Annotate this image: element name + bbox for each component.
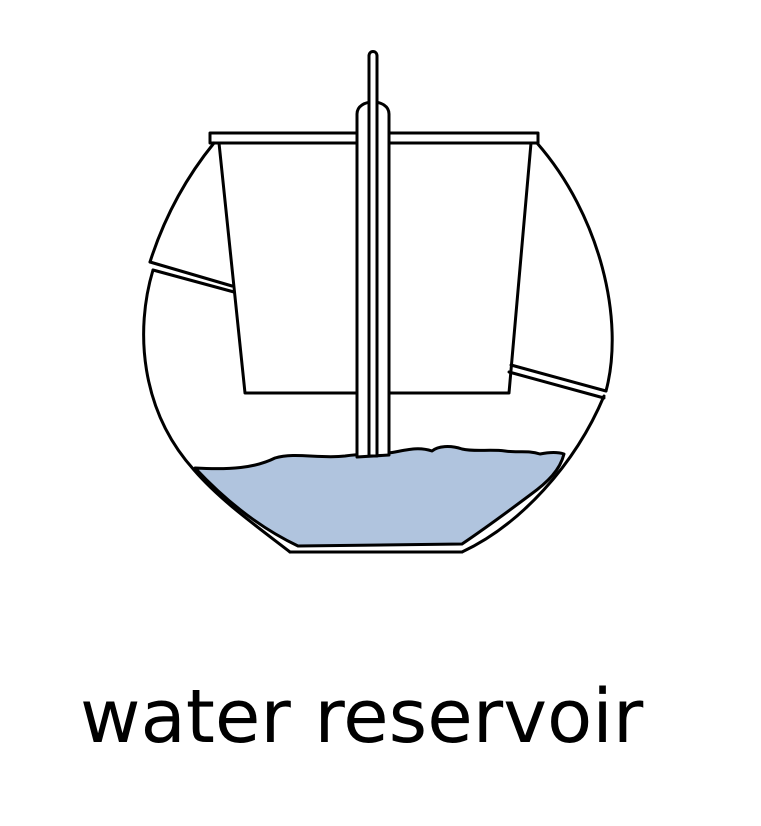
outer-pot-left-shelf xyxy=(148,260,236,294)
outer-pot-left-lower-wall xyxy=(142,268,292,554)
diagram-caption: water reservoir xyxy=(80,674,644,760)
outer-pot-left-upper-wall xyxy=(148,141,216,264)
outer-pot-right-lower-wall xyxy=(460,394,606,554)
water-reservoir-fill xyxy=(193,445,566,548)
outer-pot-right-shelf xyxy=(507,363,608,400)
outer-pot-right-upper-wall xyxy=(535,141,614,393)
inner-pot-rim xyxy=(208,131,540,145)
outer-pot xyxy=(142,141,614,554)
wick-tube xyxy=(355,50,391,459)
wick-tube-inner-rod xyxy=(367,50,379,458)
